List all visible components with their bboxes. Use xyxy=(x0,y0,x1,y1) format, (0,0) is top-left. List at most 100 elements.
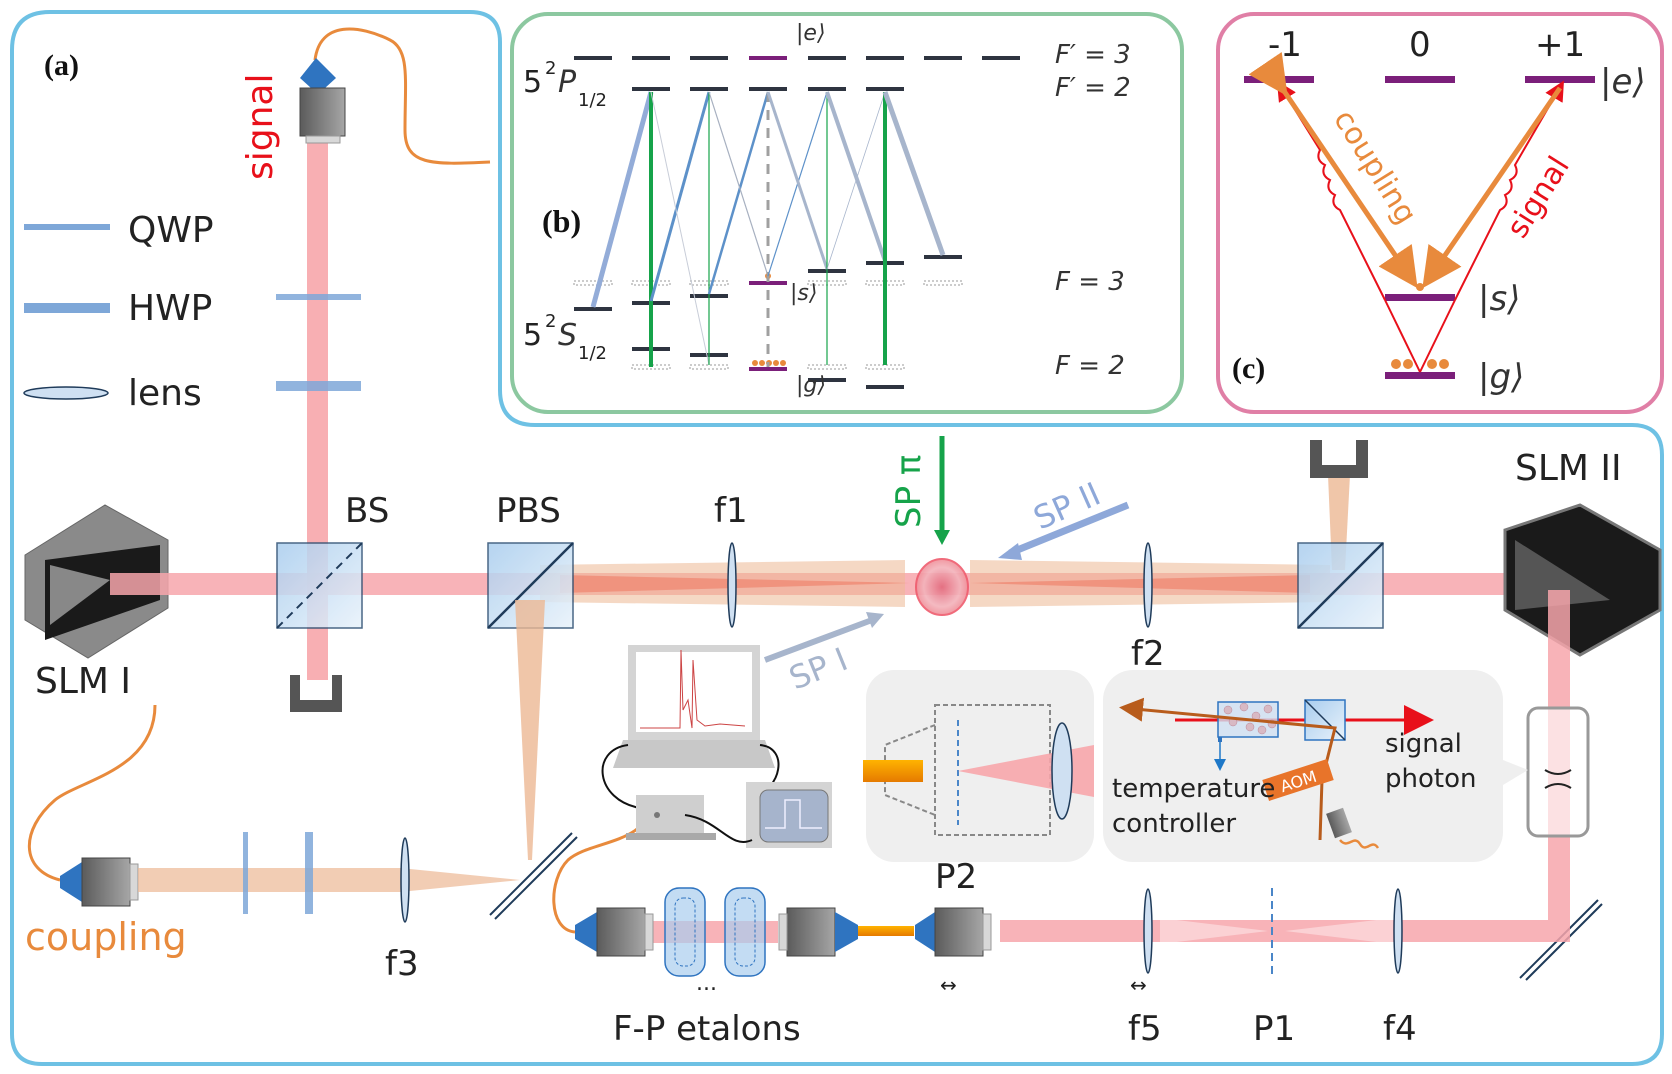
slm-1 xyxy=(24,504,169,659)
atom-cloud xyxy=(915,558,969,616)
qwp-coupling xyxy=(243,832,248,914)
oscilloscope-icon xyxy=(746,782,832,848)
p2-translate-arrow: ↔ xyxy=(940,973,957,997)
temp-controller-label-2: controller xyxy=(1112,809,1236,839)
bs-label: BS xyxy=(345,491,389,531)
ket-g-c: |g⟩ xyxy=(1478,357,1524,397)
etalon-ellipsis: ... xyxy=(696,971,717,996)
aom-beam xyxy=(1119,697,1337,841)
qwp-signal xyxy=(276,294,361,300)
f3-label: f3 xyxy=(385,944,419,984)
coupling-beam-pbs-down xyxy=(515,600,545,860)
svg-text:P: P xyxy=(558,65,577,100)
s-state-label: 5 2 S 1/2 xyxy=(523,311,607,364)
level-g xyxy=(749,367,787,371)
level-c-s xyxy=(1385,294,1455,301)
f5-translate-arrow: ↔ xyxy=(1130,973,1147,997)
coupling-fiber xyxy=(27,704,157,882)
svg-text:5: 5 xyxy=(523,65,542,100)
lens-f5 xyxy=(1143,888,1153,974)
hwp-legend-icon xyxy=(24,303,110,313)
hwp-coupling xyxy=(305,832,313,914)
legend-hwp-label: HWP xyxy=(128,288,212,329)
p-state-label: 5 2 P 1/2 xyxy=(523,58,607,111)
level-e xyxy=(749,56,787,60)
ket-s-b: |s⟩ xyxy=(790,281,817,306)
fp-etalon-2 xyxy=(724,887,766,977)
coupling-label: coupling xyxy=(25,915,187,959)
lens-legend-icon xyxy=(23,386,109,400)
signal-beam-bottom xyxy=(1000,920,1570,942)
panel-b-label: (b) xyxy=(542,203,581,239)
signal-label-c: signal xyxy=(1500,150,1577,244)
filter-box xyxy=(1526,706,1590,838)
p2-inset xyxy=(866,670,1094,862)
f2-label: f2 xyxy=(1131,634,1165,674)
signal-fiber-connector-icon xyxy=(300,58,336,88)
fiber-coupler-p2-icon xyxy=(934,907,984,957)
m-minus-label: -1 xyxy=(1268,25,1302,65)
lens-f3 xyxy=(400,837,410,923)
slm2-label: SLM II xyxy=(1515,448,1622,489)
level-c-minus xyxy=(1244,76,1314,83)
p1-label: P1 xyxy=(1253,1009,1295,1049)
svg-text:1/2: 1/2 xyxy=(578,343,607,364)
panel-a-frame xyxy=(10,10,1664,1066)
panel-c-frame xyxy=(1216,12,1664,414)
svg-text:5: 5 xyxy=(523,318,542,353)
level-c-plus xyxy=(1525,76,1595,83)
f2-label: F = 2 xyxy=(1055,351,1125,381)
fiber-coupler-cross-section xyxy=(863,704,1094,836)
beam-dump-top-icon xyxy=(1310,440,1368,478)
level-s xyxy=(749,281,787,285)
slm1-label: SLM I xyxy=(35,661,131,702)
transition-arrows xyxy=(590,91,946,367)
signal-fiber xyxy=(313,27,491,165)
lens-f2 xyxy=(1143,542,1153,628)
legend-lens-label: lens xyxy=(128,373,202,414)
svg-text:2: 2 xyxy=(545,58,556,79)
lens-f1 xyxy=(727,542,737,628)
lens-f4 xyxy=(1393,888,1403,974)
slm-2 xyxy=(1503,503,1662,657)
temp-controller-label-1: temperature xyxy=(1112,774,1275,804)
m-plus-label: +1 xyxy=(1535,25,1585,65)
pbs-label: PBS xyxy=(496,491,561,531)
fp-etalon-1 xyxy=(664,887,706,977)
f-prime-2-label: F′ = 2 xyxy=(1055,73,1131,103)
sp-i-arrow xyxy=(763,617,874,663)
beam-dump-bs-icon xyxy=(290,675,342,712)
coupling-fiber-coupler-icon xyxy=(81,857,131,907)
fiber-link xyxy=(858,926,914,936)
mirror-left xyxy=(489,832,573,916)
hwp-signal xyxy=(276,381,361,391)
svg-text:2: 2 xyxy=(545,311,556,332)
level-c-zero xyxy=(1385,76,1455,83)
f5-label: f5 xyxy=(1128,1009,1162,1049)
f-prime-2-levels xyxy=(632,87,904,91)
ket-e-c: |e⟩ xyxy=(1600,62,1646,102)
signal-label: signal xyxy=(240,74,281,181)
panel-a-label: (a) xyxy=(44,49,79,82)
svg-text:S: S xyxy=(558,318,577,353)
filter-inset xyxy=(1103,670,1503,862)
f3-label: F = 3 xyxy=(1055,267,1125,297)
f1-label: f1 xyxy=(714,491,748,531)
ket-g-b: |g⟩ xyxy=(796,373,826,398)
qwp-legend-icon xyxy=(24,224,110,230)
f-prime-3-levels xyxy=(574,56,1020,60)
detector-icon xyxy=(626,795,716,840)
aom-fiber-coupler-icon xyxy=(1326,807,1352,839)
panel-b-frame xyxy=(510,12,1184,414)
transitions-c xyxy=(1248,51,1565,373)
sp-pi-label: SP π xyxy=(889,455,929,528)
level-c-g xyxy=(1385,372,1455,379)
laptop-icon xyxy=(613,645,775,768)
atoms-c-g xyxy=(1391,359,1449,369)
filter-cell-icon xyxy=(1544,769,1572,789)
signal-photon-label-1: signal xyxy=(1385,729,1462,759)
legend-qwp-label: QWP xyxy=(128,210,214,251)
coupling-beam xyxy=(138,868,520,892)
ket-s-c: |s⟩ xyxy=(1478,279,1520,319)
